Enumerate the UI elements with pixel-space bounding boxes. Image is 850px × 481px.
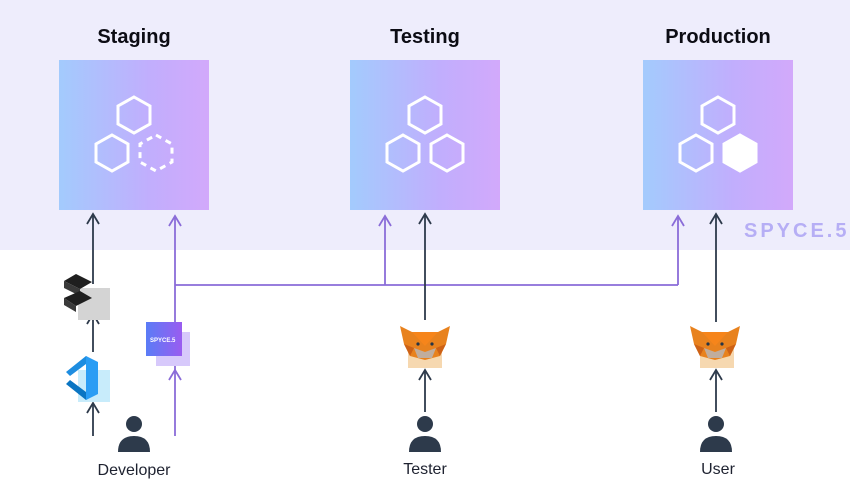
metamask-fox-icon	[400, 326, 450, 368]
env-box-staging	[59, 60, 209, 210]
code-tool-icon	[64, 274, 110, 320]
user-icon	[700, 416, 732, 452]
access-lines	[86, 212, 723, 436]
hexagon-cluster-icon	[385, 95, 465, 173]
spyce-tool-icon	[146, 322, 190, 366]
env-title-staging: Staging	[97, 26, 171, 48]
user-icon	[118, 416, 150, 452]
env-box-testing	[350, 60, 500, 210]
actor-label-tester: Tester	[403, 461, 447, 478]
hexagon-cluster-icon	[94, 95, 174, 173]
actor-label-developer: Developer	[97, 462, 171, 479]
actor-label-user: User	[701, 461, 735, 478]
env-title-production: Production	[665, 26, 771, 48]
user-icon	[409, 416, 441, 452]
vscode-icon	[66, 356, 110, 402]
metamask-fox-icon	[690, 326, 740, 368]
env-title-testing: Testing	[390, 26, 460, 48]
hexagon-cluster-icon	[678, 95, 758, 173]
env-box-production	[643, 60, 793, 210]
spyce-tool-label: SPYCE.5	[150, 338, 176, 344]
deploy-network-lines	[168, 214, 685, 436]
spyce-brand-logo: SPYCE.5	[744, 220, 850, 242]
